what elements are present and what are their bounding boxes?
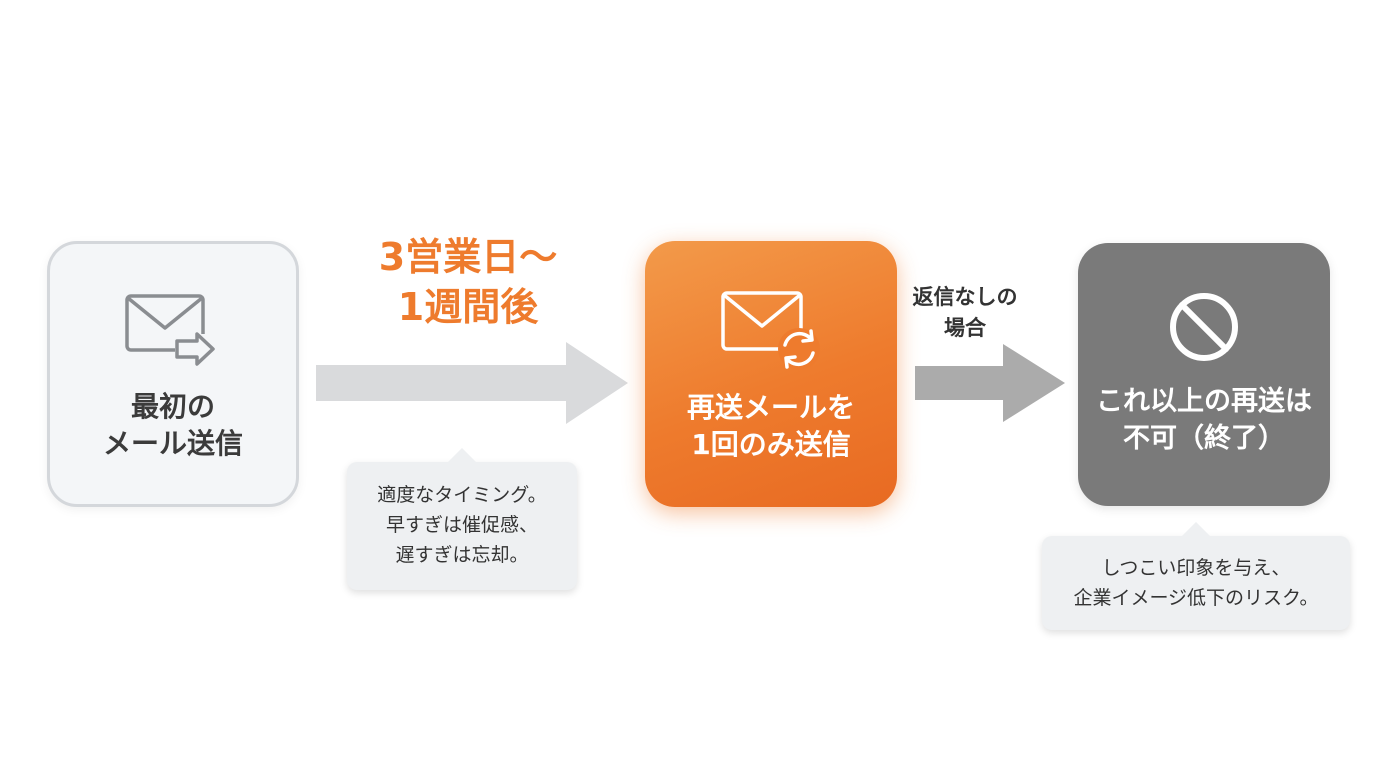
timing-label: 3営業日〜 1週間後 [378, 235, 558, 329]
risk-note-callout: しつこい印象を与え、 企業イメージ低下のリスク。 [1042, 522, 1350, 630]
prohibited-icon [1168, 291, 1240, 363]
no-reply-label: 返信なしの 場合 [912, 285, 1018, 340]
step-no-further-resend: これ以上の再送は 不可（終了） [1078, 243, 1330, 506]
arrow-to-resend [316, 342, 628, 424]
step-resend-once: 再送メールを 1回のみ送信 [645, 241, 897, 507]
arrow-to-end [915, 344, 1065, 422]
mail-resend-icon [721, 291, 821, 371]
timing-note-callout: 適度なタイミング。 早すぎは催促感、 遅すぎは忘却。 [347, 448, 577, 590]
mail-send-icon [125, 294, 221, 366]
step-no-further-resend-label: これ以上の再送は 不可（終了） [1096, 386, 1312, 454]
step-resend-once-label: 再送メールを 1回のみ送信 [686, 391, 855, 461]
step-first-send-label: 最初の メール送信 [102, 390, 243, 460]
step-first-send: 最初の メール送信 [47, 241, 299, 507]
